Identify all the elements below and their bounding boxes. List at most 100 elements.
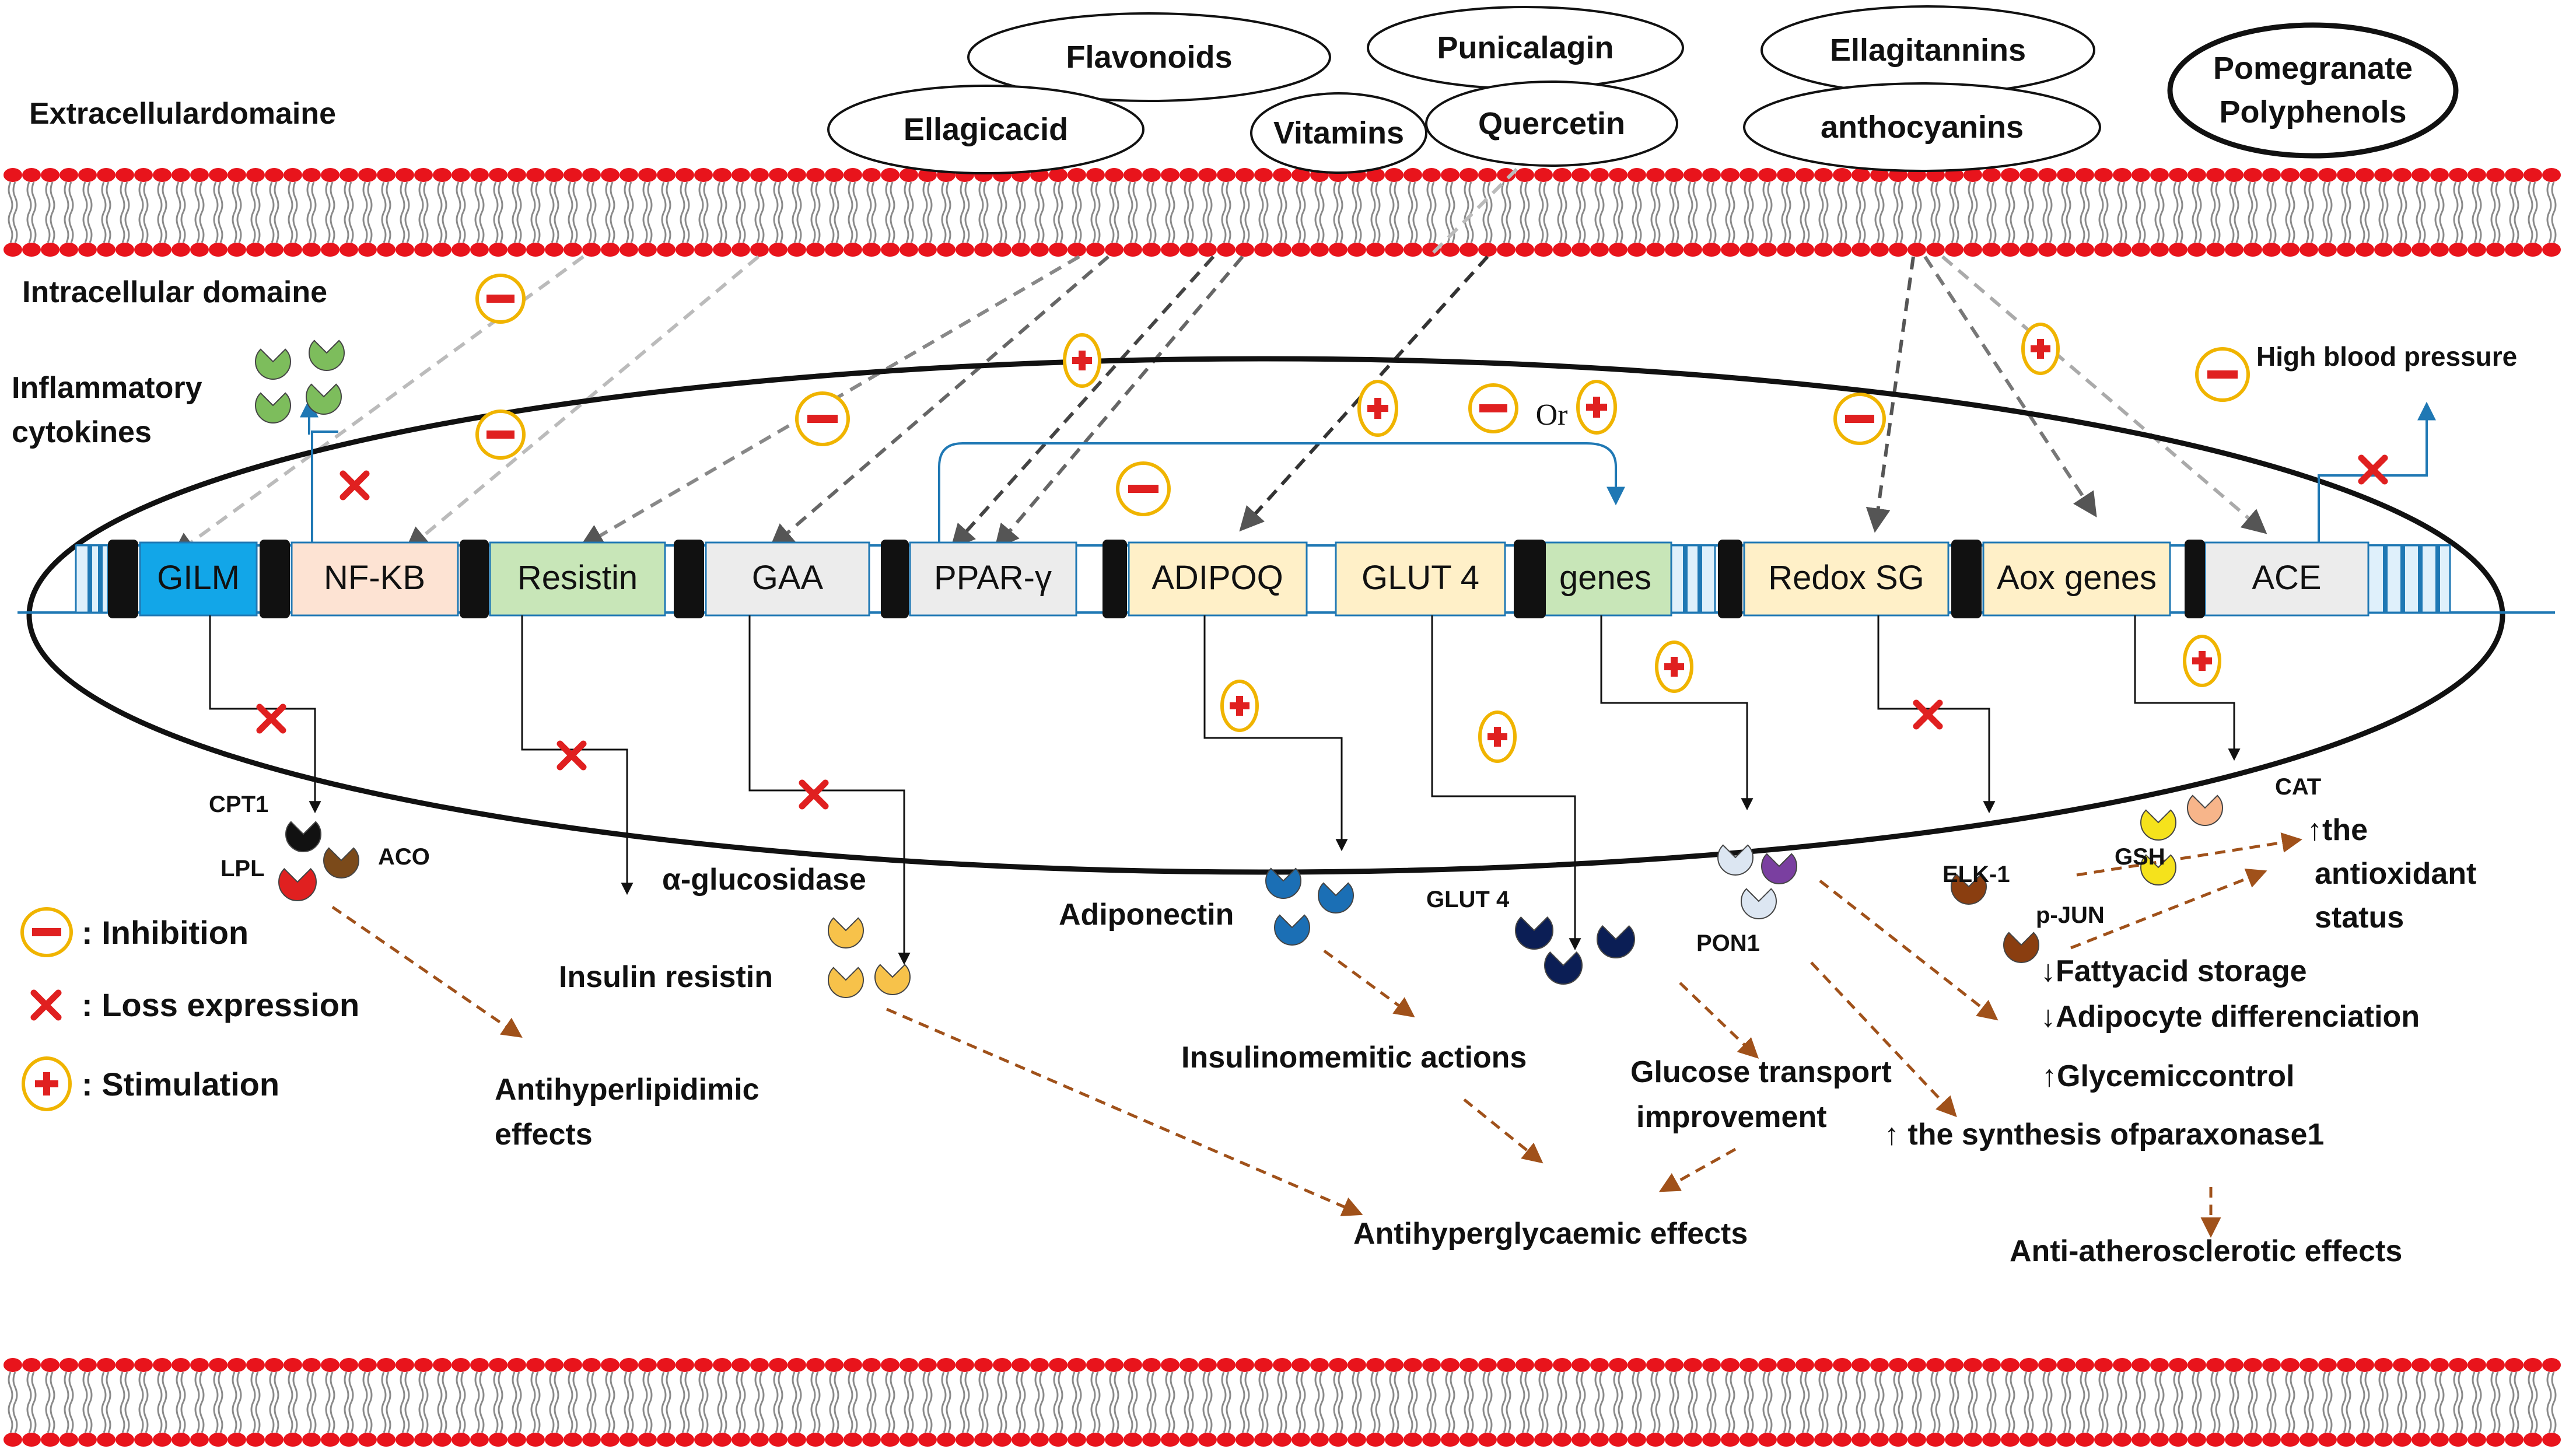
elk1-protein [1951,873,1987,905]
antihyperlipidimic-line2: effects [495,1118,593,1152]
adiponectin-protein [1318,882,1354,914]
cytokine-protein [255,392,291,424]
lpl-label: LPL [220,856,265,881]
aco-protein [323,847,359,878]
glut4-protein [1544,951,1583,985]
gene-label: GILM [157,559,240,597]
legend-inhibition-icon [20,907,73,957]
cell-membrane-bottom [4,1358,2561,1447]
compound-ellagic-acid: Ellagicacid [827,85,1144,174]
cpt1-label: CPT1 [209,792,268,817]
compound-label: Punicalagin [1437,30,1614,65]
sign-minus-1 [475,274,526,324]
compound-label: Ellagicacid [904,112,1068,147]
compound-anthocyanins: anthocyanins [1743,82,2101,172]
intracellular-domain-label: Intracellular domaine [22,275,327,309]
glut4-protein-label: GLUT 4 [1426,887,1510,912]
gene-ppar-gamma: PPAR-γ [909,541,1077,617]
sign-minus-4 [1116,461,1171,516]
elk1-label: ELK-1 [1943,862,2010,887]
antioxidant-line2: antioxidant [2315,857,2476,891]
dna-spacers [108,540,2205,618]
glucose-transport-line1: Glucose transport [1630,1055,1892,1089]
sign-plus-2 [1357,380,1398,437]
pjun-protein [2003,932,2039,963]
gene-redox-sg: Redox SG [1743,541,1950,617]
dna-mid-block [1670,544,1716,614]
compound-label: Vitamins [1273,116,1404,150]
adiponectin-protein [1274,914,1310,946]
gene-ace: ACE [2204,541,2370,617]
gene-gaa: GAA [705,541,870,617]
gene-label: Resistin [517,559,638,597]
cytokine-protein [306,383,342,415]
pon1-protein [1717,844,1754,876]
gene-label: ACE [2252,559,2321,597]
gsh-protein [2140,854,2176,886]
compound-label: Flavonoids [1066,40,1232,75]
glycemic-label: ↑Glycemiccontrol [2042,1059,2294,1093]
legend-stimulation-label: : Stimulation [82,1066,279,1102]
pjun-label: p-JUN [2036,902,2105,928]
cat-label: CAT [2275,774,2321,800]
sign-plus-8 [2183,635,2221,687]
sign-plus-7 [1655,640,1693,693]
gene-label: genes [1559,559,1651,597]
gene-nf-kb: NF-KB [290,541,459,617]
lpl-protein [278,867,317,901]
cell-membrane-top [4,168,2561,257]
sign-plus-5 [1220,680,1259,732]
protein-glyphs [255,340,2223,998]
sign-plus-4 [2021,323,2060,375]
sign-plus-6 [1478,710,1517,763]
adipocyte-label: ↓Adipocyte differenciation [2041,1000,2420,1034]
or-label: Or [1536,398,1568,432]
cytokine-protein [255,348,291,380]
compound-flavonoids: Flavonoids [967,12,1331,102]
compound-arrows [171,167,2267,557]
gene-label: PPAR-γ [934,559,1052,597]
adiponectin-label: Adiponectin [1059,898,1234,932]
antihyperglycaemic-label: Antihyperglycaemic effects [1353,1217,1748,1251]
loss-crosses [256,454,2388,810]
cat-protein [2187,794,2223,826]
legend-inhibition-label: : Inhibition [82,914,249,951]
dna-left-end [75,544,109,614]
gene-genes: genes [1539,541,1672,617]
fatty-acid-label: ↓Fattyacid storage [2041,954,2307,988]
gene-label: GAA [752,559,824,597]
aco-label: ACO [378,844,430,870]
pon1-protein [1741,888,1777,919]
compound-label: Quercetin [1478,106,1625,141]
pon1-protein [1761,853,1797,884]
legend-loss-label: : Loss expression [82,986,359,1023]
sign-minus-7 [2195,347,2250,402]
effect-arrows [331,832,2302,1238]
alpha-glucosidase-protein [828,917,864,949]
gsh-protein [2140,809,2176,841]
gene-gilm: GILM [139,541,258,617]
gsh-label: GSH [2115,844,2165,870]
gene-adipoq: ADIPOQ [1128,541,1308,617]
sign-plus-1 [1063,333,1101,388]
pomegranate-polyphenols-oval: Pomegranate Polyphenols [2167,22,2459,159]
alpha-glucosidase-label: α-glucosidase [662,863,866,897]
gene-label: NF-KB [324,559,425,597]
legend: : Inhibition : Loss expression : Stimula… [20,907,359,1111]
sign-plus-3 [1576,380,1617,435]
alpha-glucosidase-protein [828,967,864,998]
gene-label: ADIPOQ [1152,559,1283,597]
dna-right-end [2367,544,2451,614]
sign-minus-2 [475,410,526,460]
regulatory-arrows [300,398,2436,542]
gene-label: GLUT 4 [1362,559,1479,597]
paraxonase-label: ↑ the synthesis ofparaxonase1 [1884,1118,2324,1152]
extracellular-domain-label: Extracellulardomaine [29,97,336,131]
compound-vitamins: Vitamins [1250,92,1427,174]
inflammatory-label-line2: cytokines [12,415,152,449]
alpha-glucosidase-protein [874,964,911,995]
pomegranate-title-line1: Pomegranate [2213,51,2413,86]
compound-label: anthocyanins [1821,110,2024,145]
compound-quercetin: Quercetin [1425,80,1678,167]
